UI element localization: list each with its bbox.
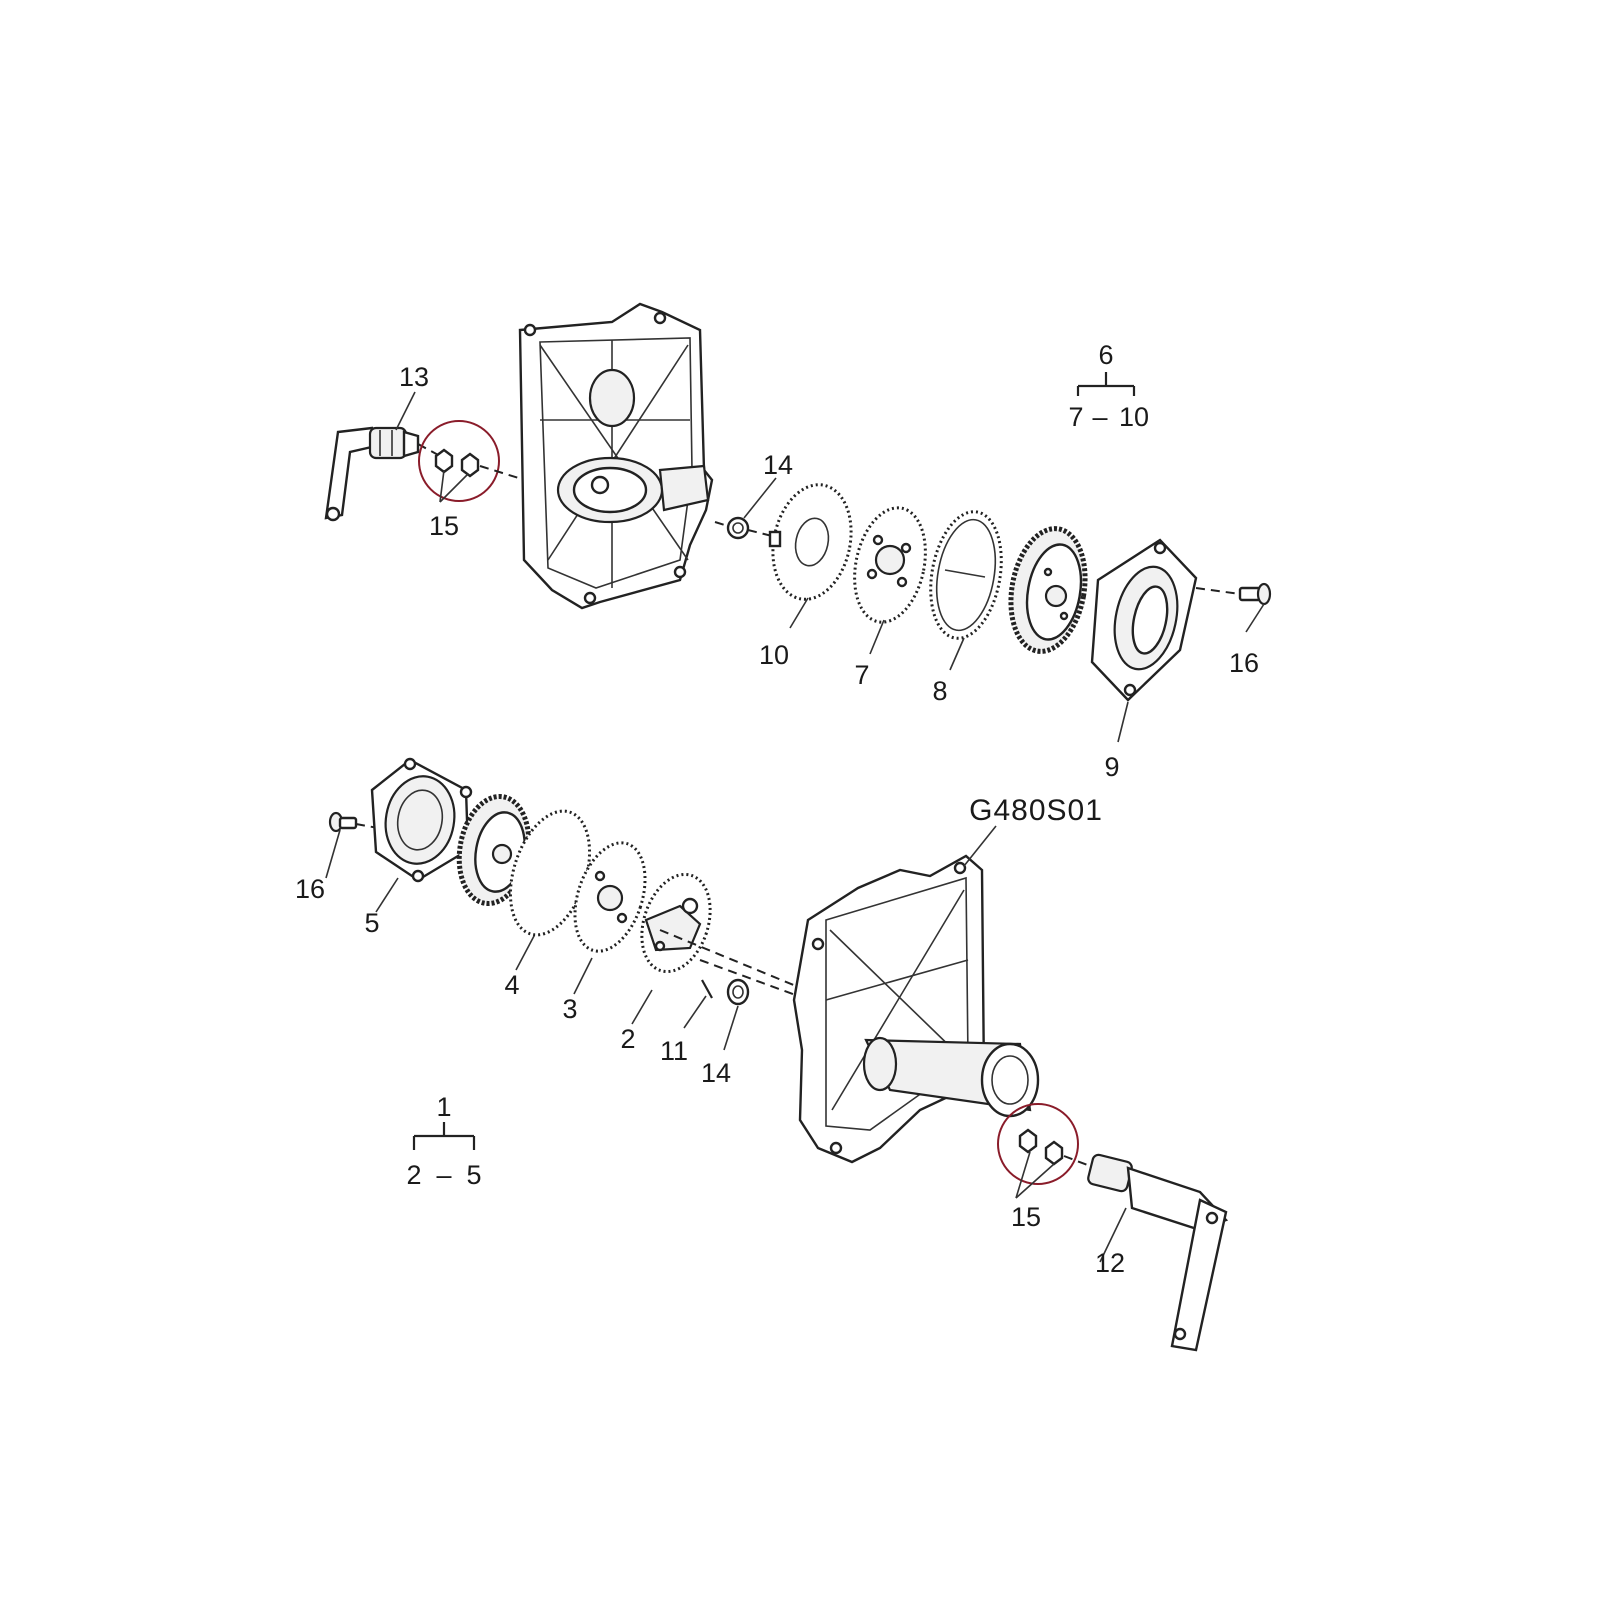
- range-end-top: 10: [1119, 402, 1149, 432]
- leader-lines-top: [395, 391, 1265, 743]
- part-12-crank-handle: [1087, 1153, 1229, 1352]
- axis-line: [479, 465, 526, 481]
- label-11: 11: [660, 1036, 688, 1066]
- leader-lines-bottom: [325, 825, 1127, 1263]
- group-bracket-bottom: [412, 1122, 476, 1150]
- axis-line: [1195, 587, 1241, 595]
- label-5: 5: [364, 908, 379, 938]
- label-1: 1: [436, 1092, 451, 1122]
- part-2-hub-plate: [640, 872, 712, 974]
- part-15-seals-bottom: [997, 1103, 1079, 1185]
- part-14-ring-top: [726, 516, 750, 540]
- bottom-housing: [792, 854, 1040, 1164]
- group-bracket-top: [1076, 372, 1136, 396]
- label-15-top: 15: [429, 511, 459, 541]
- range-sep-top: –: [1092, 402, 1107, 432]
- axis-line: [1063, 1155, 1091, 1167]
- label-15-bottom: 15: [1011, 1202, 1041, 1232]
- label-3: 3: [562, 994, 577, 1024]
- range-start-top: 7: [1068, 402, 1083, 432]
- part-16-bolt-top: [1238, 582, 1272, 606]
- label-8: 8: [932, 676, 947, 706]
- label-7: 7: [854, 660, 869, 690]
- part-13-crank-handle: [324, 426, 420, 522]
- highlight-circle: [997, 1103, 1079, 1185]
- label-10: 10: [759, 640, 789, 670]
- label-4: 4: [504, 970, 519, 1000]
- axis-line: [747, 529, 781, 539]
- part-7-plate: [853, 506, 927, 624]
- top-housing: [518, 302, 714, 610]
- label-2: 2: [620, 1024, 635, 1054]
- range-sep-bottom: –: [436, 1160, 451, 1190]
- part-3-plate: [573, 841, 647, 953]
- label-14-top: 14: [763, 450, 793, 480]
- highlight-circle: [418, 420, 500, 502]
- part-14-ring-bottom: [726, 978, 750, 1006]
- diagram-code: G480S01: [969, 794, 1103, 827]
- label-6: 6: [1098, 340, 1113, 370]
- part-9-flange: [1090, 538, 1198, 702]
- range-end-bottom: 5: [466, 1160, 481, 1190]
- callout-labels: 13 15 14 10 7 8 9 16 6 7 – 10 G480S01 16…: [295, 340, 1259, 1278]
- label-16-top: 16: [1229, 648, 1259, 678]
- label-16-bottom: 16: [295, 874, 325, 904]
- label-12: 12: [1095, 1248, 1125, 1278]
- part-8-ring-disc: [929, 510, 1003, 640]
- top-gear: [1008, 526, 1088, 654]
- part-16-bolt-bottom: [328, 811, 358, 833]
- axis-line: [714, 521, 729, 527]
- part-15-seals-top: [418, 420, 500, 502]
- part-11-pin: [701, 979, 713, 999]
- part-10-friction-disc: [768, 483, 853, 601]
- label-13: 13: [399, 362, 429, 392]
- label-9: 9: [1104, 752, 1119, 782]
- part-5-flange: [370, 757, 473, 883]
- label-14-bottom: 14: [701, 1058, 731, 1088]
- range-start-bottom: 2: [406, 1160, 421, 1190]
